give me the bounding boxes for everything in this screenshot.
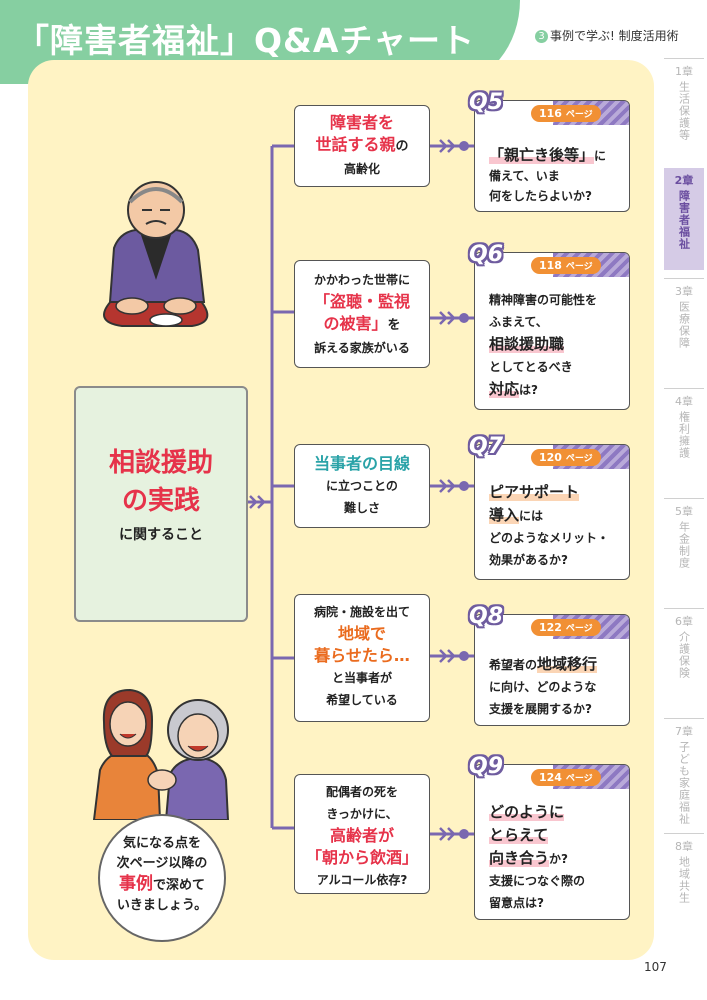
page-title: 「障害者福祉」Q&Aチャート xyxy=(16,21,476,60)
qa-box-q5[interactable]: Q5 116 ページ 「親亡き後等」に 備えて、いま 何をしたらよいか? xyxy=(469,92,630,212)
chapter-tab-3[interactable]: 3章医療保障 xyxy=(664,278,704,381)
chapter-tab-1[interactable]: 1章生活保護等 xyxy=(664,58,704,161)
chapter-tab-7[interactable]: 7章子ども家庭福祉 xyxy=(664,718,704,829)
page-reference-badge: 116 ページ xyxy=(531,105,601,122)
situation-box-5: 配偶者の死を きっかけに、 高齢者が 「朝から飲酒」 アルコール依存? xyxy=(294,774,430,894)
question-number: Q8 xyxy=(469,604,504,629)
situation-box-2: かかわった世帯に 「盗聴・監視 の被害」を 訴える家族がいる xyxy=(294,260,430,368)
situation-box-1: 障害者を 世話する親の 高齢化 xyxy=(294,105,430,187)
central-topic-box: 相談援助の実践 に関すること xyxy=(74,386,248,622)
question-number: Q9 xyxy=(469,754,504,779)
situation-box-4: 病院・施設を出て 地域で 暮らせたら… と当事者が 希望している xyxy=(294,594,430,722)
advice-speech-bubble: 気になる点を 次ページ以降の 事例で深めて いきましょう。 xyxy=(98,814,226,942)
question-number: Q7 xyxy=(469,434,504,459)
qa-answer-text: 希望者の地域移行 に向け、どのような 支援を展開するか? xyxy=(489,655,598,716)
chapter-tab-8[interactable]: 8章地域共生 xyxy=(664,833,704,936)
question-number: Q6 xyxy=(469,242,504,267)
qa-answer-text: 精神障害の可能性を ふまえて、 相談援助職 としてとるべき 対応は? xyxy=(489,293,598,398)
chapter-number-badge: 3 xyxy=(535,30,548,43)
page-reference-badge: 122 ページ xyxy=(531,619,601,636)
situation-box-3: 当事者の目線 に立つことの 難しさ xyxy=(294,444,430,528)
qa-box-q6[interactable]: Q6 118 ページ 精神障害の可能性を ふまえて、 相談援助職 としてとるべき… xyxy=(469,244,630,410)
qa-answer-text: どのように とらえて 向き合うか? 支援につなぐ際の 留意点は? xyxy=(489,803,586,910)
chapter-tab-6[interactable]: 6章介護保険 xyxy=(664,608,704,711)
page-reference-badge: 120 ページ xyxy=(531,449,601,466)
central-topic-title: 相談援助の実践 xyxy=(108,448,213,516)
caregiver-and-elderly-woman-illustration xyxy=(92,688,230,820)
qa-box-q8[interactable]: Q8 122 ページ 希望者の地域移行 に向け、どのような 支援を展開するか? xyxy=(469,606,630,726)
chapter-tab-4[interactable]: 4章権利擁護 xyxy=(664,388,704,491)
qa-box-q7[interactable]: Q7 120 ページ ピアサポート 導入には どのようなメリット・ 効果があるか… xyxy=(469,436,630,580)
chapter-tab-5[interactable]: 5章年金制度 xyxy=(664,498,704,601)
question-number: Q5 xyxy=(469,90,504,115)
qa-answer-text: 「親亡き後等」に 備えて、いま 何をしたらよいか? xyxy=(489,146,607,203)
chapter-tabs: 1章生活保護等 2章障害者福祉 3章医療保障 4章権利擁護 5章年金制度 6章介… xyxy=(664,58,707,958)
chapter-tab-2[interactable]: 2章障害者福祉 xyxy=(664,168,704,270)
central-topic-subtitle: に関すること xyxy=(119,527,203,543)
chapter-label-text: 事例で学ぶ! 制度活用術 xyxy=(550,29,679,43)
page-reference-badge: 124 ページ xyxy=(531,769,601,786)
elderly-man-illustration xyxy=(103,181,209,327)
qa-answer-text: ピアサポート 導入には どのようなメリット・ 効果があるか? xyxy=(489,483,610,567)
qa-box-q9[interactable]: Q9 124 ページ どのように とらえて 向き合うか? 支援につなぐ際の 留意… xyxy=(469,756,630,920)
page-reference-badge: 118 ページ xyxy=(531,257,601,274)
page-number: 107 xyxy=(644,960,667,974)
